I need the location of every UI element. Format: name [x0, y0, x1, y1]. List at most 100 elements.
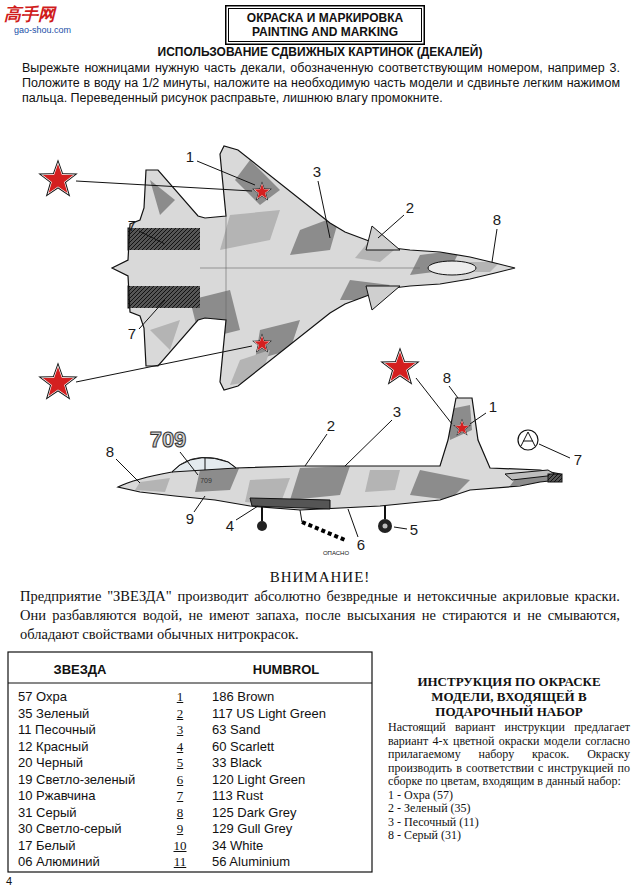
drawing-part	[110, 390, 570, 520]
callout-number: 7	[574, 452, 582, 468]
paint-list-item: 2 - Зеленый (35)	[388, 802, 630, 816]
paint-list-item: 8 - Серый (31)	[388, 829, 630, 843]
drawing-part	[180, 452, 198, 475]
page-number: 4	[6, 875, 12, 887]
callout-number: 3	[313, 164, 321, 180]
instruction-text: Вырежьте ножницами нужную часть декали, …	[22, 61, 620, 106]
drawing-part	[116, 459, 140, 483]
drawing-part	[410, 470, 470, 500]
color-number: 8	[160, 805, 200, 820]
drawing-part	[128, 286, 200, 308]
drawing-part	[135, 478, 170, 492]
drawing-part	[76, 161, 497, 382]
watermark-url: gao-shou.com	[14, 25, 71, 35]
instruction-block: ИНСТРУКЦИЯ ПО ОКРАСКЕ МОДЕЛИ, ВХОДЯЩЕЙ В…	[388, 674, 630, 843]
drawing-part	[118, 398, 560, 510]
section-heading: ИСПОЛЬЗОВАНИЕ СДВИЖНЫХ КАРТИНОК (ДЕКАЛЕЙ…	[20, 45, 620, 59]
drawing-part	[378, 215, 404, 238]
table-cell: 11 Песочный	[18, 722, 96, 737]
callout-number: 2	[327, 418, 335, 434]
drawing-part	[384, 504, 386, 519]
table-header: ЗВЕЗДА	[10, 662, 150, 677]
drawing-part	[38, 362, 78, 400]
drawing-part	[128, 228, 200, 250]
color-number: 4	[160, 739, 200, 754]
drawing-part	[194, 496, 205, 512]
side-number: 709	[150, 428, 187, 452]
table-cell: 117 US Light Green	[212, 706, 326, 721]
drawing-part	[449, 386, 458, 398]
drawing-part	[76, 346, 252, 382]
drawing-part	[492, 229, 497, 262]
drawing-part	[521, 432, 535, 446]
color-number: 2	[160, 706, 200, 721]
drawing-part	[548, 474, 562, 482]
callout-number: 9	[186, 511, 194, 527]
callout-number: 5	[410, 522, 418, 538]
drawing-part	[300, 510, 302, 522]
color-number: 10	[160, 838, 200, 853]
side-view	[110, 347, 570, 540]
table-cell: 63 Sand	[212, 722, 260, 737]
table-cell: 06 Алюминий	[18, 854, 100, 869]
callout-number: 2	[406, 200, 414, 216]
drawing-part	[378, 519, 392, 533]
callout-number: 3	[393, 404, 401, 420]
drawing-part	[366, 226, 400, 250]
table-cell: 19 Светло-зеленый	[18, 772, 135, 787]
color-number: 1	[160, 689, 200, 704]
drawing-part	[116, 378, 570, 537]
drawing-part	[100, 130, 530, 410]
paint-list-item: 3 - Песочный (11)	[388, 816, 630, 830]
drawing-part	[139, 231, 165, 244]
table-cell: 129 Gull Grey	[212, 821, 292, 836]
drawing-part	[539, 444, 570, 458]
drawing-part	[380, 347, 420, 385]
table-cell: 125 Dark Grey	[212, 805, 297, 820]
drawing-part	[470, 413, 486, 424]
drawing-part	[348, 509, 358, 537]
callout-number: 4	[226, 518, 234, 534]
drawing-part	[236, 506, 258, 520]
drawing-part	[305, 434, 327, 466]
drawing-part	[76, 181, 252, 191]
drawing-part	[110, 390, 570, 520]
drawing-part	[8, 652, 372, 872]
drawing-part	[383, 524, 388, 529]
drawing-part	[150, 160, 460, 360]
drawing-part	[112, 146, 515, 390]
table-cell: 31 Серый	[18, 805, 77, 820]
table-cell: 57 Охра	[18, 689, 67, 704]
drawing-part	[252, 182, 272, 201]
drawing-part	[250, 498, 330, 509]
color-number: 11	[160, 854, 200, 869]
drawing-part	[518, 430, 538, 450]
top-view	[38, 130, 530, 410]
callout-number: 1	[186, 149, 194, 165]
drawing-part	[394, 527, 407, 529]
callout-number: 8	[493, 212, 501, 228]
drawing-part	[139, 300, 165, 329]
drawing-part	[128, 286, 200, 308]
drawing-part	[220, 210, 280, 250]
drawing-part	[226, 216, 227, 320]
notice-text: Предприятие "ЗВЕЗДА" производит абсолютн…	[20, 587, 620, 644]
instruction-heading: ИНСТРУКЦИЯ ПО ОКРАСКЕ МОДЕЛИ, ВХОДЯЩЕЙ В…	[388, 674, 630, 719]
watermark-logo: 高手网	[4, 4, 55, 24]
drawing-part	[318, 181, 330, 238]
callout-number: 7	[128, 326, 136, 342]
drawing-part	[235, 160, 280, 205]
table-cell: 20 Черный	[18, 755, 83, 770]
title-box: ОКРАСКА И МАРКИРОВКАPAINTING AND MARKING	[228, 8, 422, 42]
warning-heading: ВНИМАНИЕ!	[170, 568, 470, 586]
drawing-part	[38, 159, 78, 197]
table-cell: 33 Black	[212, 755, 262, 770]
drawing-part	[197, 161, 255, 185]
table-header: HUMBROL	[201, 662, 371, 677]
drawing-part	[345, 420, 392, 466]
color-number: 3	[160, 722, 200, 737]
paint-list-item: 1 - Охра (57)	[388, 789, 630, 803]
drawing-part	[366, 286, 400, 310]
table-cell: 10 Ржавчина	[18, 788, 95, 803]
drawing-part	[290, 215, 340, 255]
